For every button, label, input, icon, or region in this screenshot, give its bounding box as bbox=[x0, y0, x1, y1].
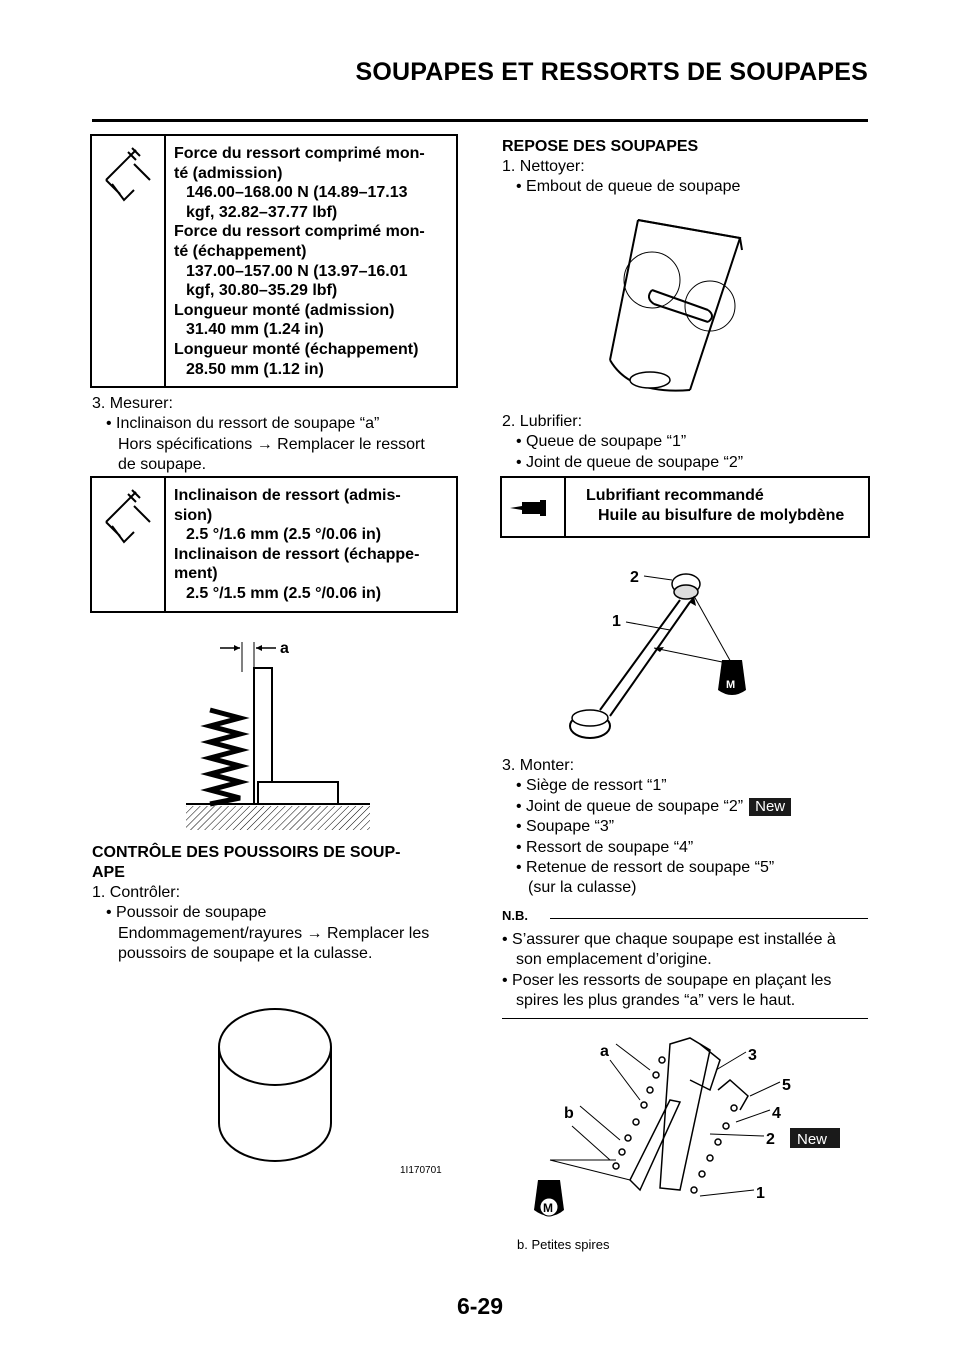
spec-line: 137.00–157.00 N (13.97–16.01 bbox=[186, 262, 408, 280]
label-a: a bbox=[600, 1043, 609, 1060]
label-a: a bbox=[280, 640, 289, 657]
spec-line: Inclinaison de ressort (admis- bbox=[174, 487, 401, 504]
page-title: SOUPAPES ET RESSORTS DE SOUPAPES bbox=[355, 58, 868, 86]
spec-line: Inclinaison de ressort (échappe- bbox=[174, 545, 420, 563]
nb-label: N.B. bbox=[502, 908, 528, 923]
label-4: 4 bbox=[772, 1105, 781, 1122]
page-number: 6-29 bbox=[456, 1293, 504, 1319]
figure-code: 1I170701 bbox=[400, 1165, 442, 1175]
spec-line: té (échappement) bbox=[174, 242, 307, 260]
install-section: REPOSE DES SOUPAPES 1. Nettoyer: • Embou… bbox=[502, 137, 872, 198]
lubricant-box: Lubrifiant recommandé Huile au bisulfure… bbox=[500, 476, 870, 538]
valve-lubrication-figure: 2 1 M bbox=[569, 569, 746, 739]
spec-line: Force du ressort comprimé mon- bbox=[174, 145, 425, 162]
lifter-step: 1. Contrôler: bbox=[92, 884, 181, 901]
label-3: 3 bbox=[748, 1047, 757, 1064]
spec-line: kgf, 30.80–35.29 lbf) bbox=[186, 282, 338, 300]
lifter-section: CONTRÔLE DES POUSSOIRS DE SOUP- APE 1. C… bbox=[92, 843, 472, 965]
spec-cell bbox=[92, 478, 166, 611]
mount-item: • Siège de ressort “1” bbox=[516, 777, 667, 795]
lubricant-title: Lubrifiant recommandé bbox=[586, 487, 764, 504]
m-symbol: M bbox=[726, 679, 735, 691]
mount-step: 3. Monter: bbox=[502, 757, 575, 774]
label-2: 2 bbox=[766, 1131, 775, 1148]
measure-section: 3. Mesurer: • Inclinaison du ressort de … bbox=[92, 394, 462, 476]
spec-cell bbox=[502, 478, 566, 536]
lifter-figure: 1I170701 bbox=[218, 1008, 442, 1175]
spec-line: Longueur monté (admission) bbox=[174, 301, 395, 319]
lubricate-section: 2. Lubrifier: • Queue de soupape “1” • J… bbox=[502, 412, 872, 473]
new-badge: New bbox=[749, 797, 792, 816]
oil-can-icon bbox=[510, 500, 546, 516]
lubricate-item: • Joint de queue de soupape “2” bbox=[516, 453, 744, 471]
spec-line: 146.00–168.00 N (14.89–17.13 bbox=[186, 184, 408, 202]
spec-line: 28.50 mm (1.12 in) bbox=[186, 360, 324, 378]
spec-line: kgf, 32.82–37.77 lbf) bbox=[186, 203, 338, 221]
spring-coils bbox=[200, 707, 250, 807]
mount-item: • Joint de queue de soupape “2”New bbox=[502, 797, 872, 817]
spec-text: Force du ressort comprimé mon-té (admiss… bbox=[174, 144, 425, 379]
spec-box-spring-tilt: Inclinaison de ressort (admis-sion) 2.5 °… bbox=[90, 476, 458, 613]
label-1: 1 bbox=[756, 1185, 765, 1202]
mount-section: 3. Monter: • Siège de ressort “1” • Join… bbox=[502, 756, 872, 899]
install-item: • Embout de queue de soupape bbox=[516, 178, 741, 196]
measure-step: 3. Mesurer: bbox=[92, 395, 173, 412]
lifter-note: Endommagement/rayures → Remplacer les bbox=[118, 924, 430, 942]
m-symbol: M bbox=[543, 1201, 553, 1215]
nb-section: • S’assurer que chaque soupape est insta… bbox=[502, 930, 874, 1012]
section-heading: CONTRÔLE DES POUSSOIRS DE SOUP- bbox=[92, 844, 401, 861]
nb-rule bbox=[502, 1018, 868, 1019]
spec-cell bbox=[92, 136, 166, 386]
mount-item: • Ressort de soupape “4” bbox=[516, 838, 694, 856]
caliper-icon bbox=[105, 147, 151, 202]
spec-line: 2.5 °/1.5 mm (2.5 °/0.06 in) bbox=[186, 584, 382, 602]
nb-item: spires les plus grandes “a” vers le haut… bbox=[516, 992, 796, 1010]
mount-sub: (sur la culasse) bbox=[528, 879, 637, 897]
spec-box-spring-force: Force du ressort comprimé mon-té (admiss… bbox=[90, 134, 458, 388]
measure-note: de soupape. bbox=[118, 456, 207, 474]
measure-item: • Inclinaison du ressort de soupape “a” bbox=[106, 415, 380, 433]
spec-line: 31.40 mm (1.24 in) bbox=[186, 321, 324, 339]
label-1: 1 bbox=[612, 613, 621, 630]
spec-line: Longueur monté (échappement) bbox=[174, 340, 419, 358]
lubricate-step: 2. Lubrifier: bbox=[502, 413, 583, 430]
nb-item: • S’assurer que chaque soupape est insta… bbox=[502, 931, 836, 948]
spring-tilt-figure: a bbox=[186, 640, 370, 830]
nb-rule bbox=[550, 918, 868, 919]
lubricate-item: • Queue de soupape “1” bbox=[516, 433, 687, 451]
mount-item: • Retenue de ressort de soupape “5” bbox=[516, 859, 775, 877]
new-badge: New bbox=[797, 1131, 827, 1148]
mount-item: • Soupape “3” bbox=[516, 818, 615, 836]
spec-text: Inclinaison de ressort (admis-sion) 2.5 °… bbox=[174, 486, 419, 604]
valve-assembly-figure: a b 3 5 4 2 1 New M bbox=[534, 1037, 840, 1217]
spec-line: Force du ressort comprimé mon- bbox=[174, 223, 425, 241]
figure-caption: b. Petites spires bbox=[517, 1237, 610, 1252]
caliper-icon bbox=[105, 489, 151, 544]
nb-item: • Poser les ressorts de soupape en plaça… bbox=[502, 971, 832, 989]
header-rule bbox=[92, 119, 868, 122]
measure-note: Hors spécifications → Remplacer le resso… bbox=[118, 435, 425, 453]
install-step: 1. Nettoyer: bbox=[502, 158, 585, 175]
spec-line: sion) bbox=[174, 506, 213, 524]
new-badge-bg bbox=[790, 1128, 840, 1148]
spec-line: té (admission) bbox=[174, 164, 283, 182]
spec-line: ment) bbox=[174, 565, 218, 583]
valve-stem-end-figure bbox=[609, 219, 743, 392]
lifter-note: poussoirs de soupape et la culasse. bbox=[118, 945, 373, 963]
spec-line: 2.5 °/1.6 mm (2.5 °/0.06 in) bbox=[186, 526, 382, 544]
section-heading: APE bbox=[92, 864, 125, 881]
nb-item: son emplacement d’origine. bbox=[516, 951, 712, 969]
lubricant-value: Huile au bisulfure de molybdène bbox=[598, 506, 845, 524]
lifter-item: • Poussoir de soupape bbox=[106, 904, 267, 922]
label-2: 2 bbox=[630, 569, 639, 586]
label-5: 5 bbox=[782, 1077, 791, 1094]
section-heading: REPOSE DES SOUPAPES bbox=[502, 138, 699, 155]
label-b: b bbox=[564, 1105, 574, 1122]
